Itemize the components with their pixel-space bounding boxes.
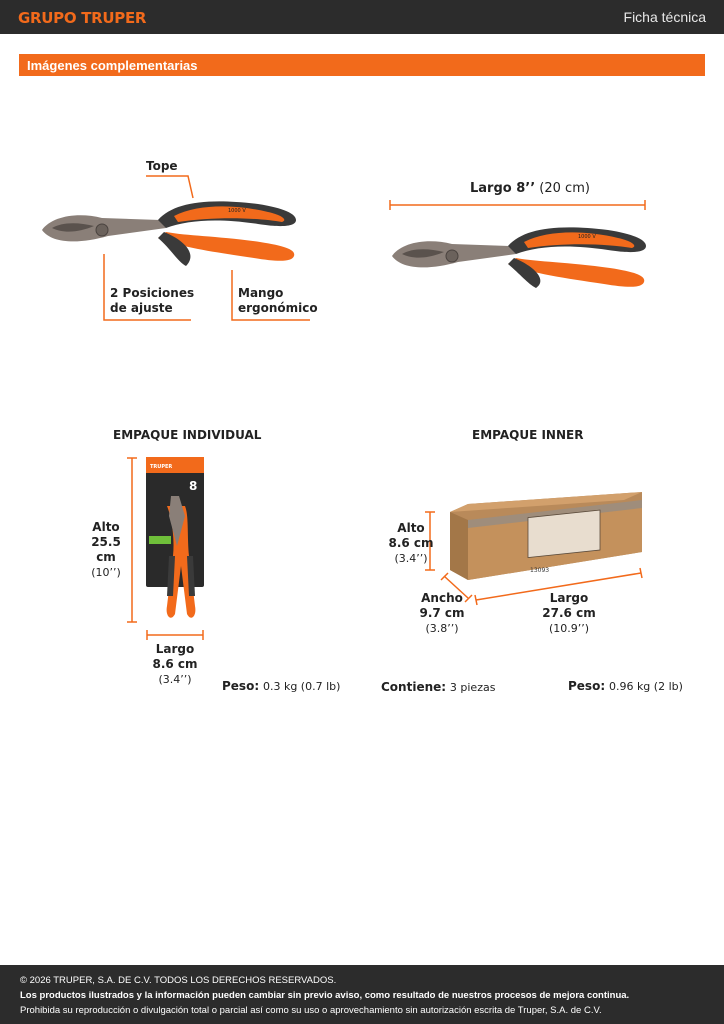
individual-alto-label: Alto	[92, 520, 120, 534]
individual-title: EMPAQUE INDIVIDUAL	[113, 428, 262, 442]
section-title: Imágenes complementarias	[27, 58, 198, 73]
label-largo-total: Largo 8’’ (20 cm)	[470, 181, 590, 196]
inner-contiene: Contiene: 3 piezas	[381, 680, 495, 695]
label-mango-line2: ergonómico	[238, 301, 318, 315]
box-code: 13093	[530, 567, 549, 574]
footer-copyright: © 2026 TRUPER, S.A. DE C.V. TODOS LOS DE…	[20, 975, 337, 986]
card-brand: TRUPER	[150, 464, 172, 470]
inner-largo: Largo 27.6 cm (10.9’’)	[540, 591, 598, 636]
label-posiciones: 2 Posiciones de ajuste	[110, 286, 194, 316]
inner-contiene-value: 3 piezas	[449, 681, 496, 694]
individual-alto-value: 25.5 cm	[91, 535, 121, 564]
inner-largo-in: (10.9’’)	[548, 622, 590, 635]
label-tope: Tope	[146, 159, 178, 173]
label-posiciones-line2: de ajuste	[110, 301, 173, 315]
handle-text-right: 1000 V	[578, 234, 596, 240]
inner-ancho-value: 9.7 cm	[419, 606, 465, 620]
footer: © 2026 TRUPER, S.A. DE C.V. TODOS LOS DE…	[0, 965, 724, 1024]
inner-largo-value: 27.6 cm	[542, 606, 596, 620]
inner-peso: Peso: 0.96 kg (2 lb)	[568, 679, 683, 694]
inner-largo-label: Largo	[549, 591, 589, 605]
handle-text-left: 1000 V	[228, 208, 246, 214]
individual-largo: Largo 8.6 cm (3.4’’)	[148, 642, 202, 687]
document-type: Ficha técnica	[623, 9, 706, 25]
inner-peso-label: Peso:	[568, 679, 606, 693]
pliers-image-right: 1000 V	[392, 227, 646, 288]
header-bar: GRUPO TRUPER Ficha técnica	[0, 0, 724, 34]
label-posiciones-line1: 2 Posiciones	[110, 286, 195, 300]
inner-box-image: 13093	[450, 492, 642, 580]
inner-alto-label: Alto	[397, 521, 425, 535]
individual-alto: Alto 25.5 cm (10’’)	[80, 520, 132, 580]
label-mango-line1: Mango	[238, 286, 284, 300]
footer-notice: Los productos ilustrados y la informació…	[20, 990, 630, 1001]
inner-title: EMPAQUE INNER	[472, 428, 584, 442]
pliers-image-left: 1000 V	[42, 201, 296, 266]
inner-ancho-in: (3.8’’)	[425, 622, 459, 635]
individual-largo-label: Largo	[155, 642, 195, 656]
card-size: 8	[189, 479, 197, 493]
inner-ancho: Ancho 9.7 cm (3.8’’)	[418, 591, 466, 636]
inner-ancho-label: Ancho	[421, 591, 463, 605]
individual-peso: Peso: 0.3 kg (0.7 lb)	[222, 679, 340, 694]
brand-logo: GRUPO TRUPER	[18, 9, 147, 27]
label-mango: Mango ergonómico	[238, 286, 318, 316]
largo-total-label: Largo 8’’	[470, 181, 536, 196]
largo-total-value: (20 cm)	[539, 181, 590, 196]
individual-package-image: TRUPER 8	[146, 457, 204, 618]
inner-contiene-label: Contiene:	[381, 680, 447, 694]
inner-alto-in: (3.4’’)	[394, 552, 428, 565]
section-title-bar: Imágenes complementarias	[19, 54, 705, 76]
individual-peso-value: 0.3 kg (0.7 lb)	[262, 680, 341, 693]
footer-prohibition: Prohibida su reproducción o divulgación …	[20, 1005, 602, 1016]
individual-largo-value: 8.6 cm	[152, 657, 198, 671]
individual-largo-in: (3.4’’)	[158, 673, 192, 686]
inner-alto-value: 8.6 cm	[388, 536, 434, 550]
inner-peso-value: 0.96 kg (2 lb)	[608, 680, 683, 693]
inner-alto: Alto 8.6 cm (3.4’’)	[388, 521, 434, 566]
individual-alto-in: (10’’)	[91, 566, 121, 579]
individual-peso-label: Peso:	[222, 679, 260, 693]
